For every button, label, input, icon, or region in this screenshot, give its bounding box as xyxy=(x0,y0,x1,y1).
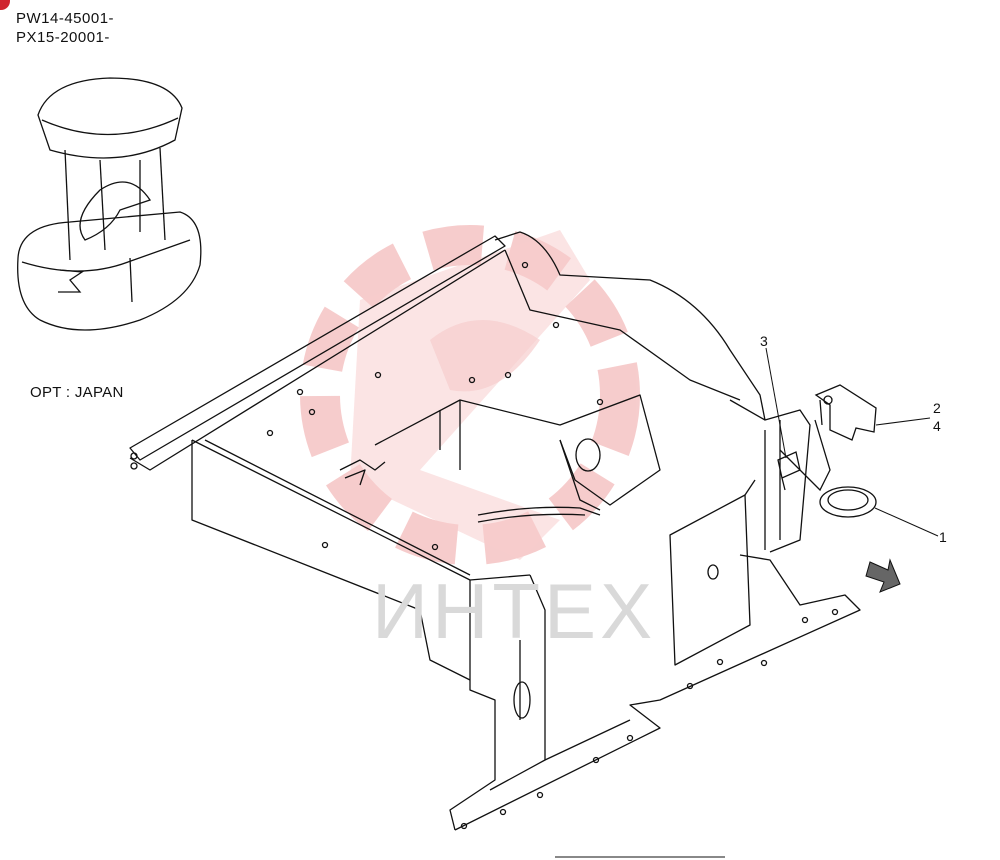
machine-thumbnail xyxy=(17,77,202,331)
floor-frame-assembly xyxy=(129,231,861,831)
corner-marker xyxy=(0,0,10,10)
callout-4: 4 xyxy=(933,418,941,434)
serial-range-pw14: PW14-45001- xyxy=(16,10,115,27)
watermark-text: ИНТЕХ xyxy=(372,567,657,655)
serial-range-px15: PX15-20001- xyxy=(16,29,110,46)
option-note: OPT : JAPAN xyxy=(30,384,124,401)
clip-part-3 xyxy=(777,451,801,491)
front-direction-arrow-icon xyxy=(865,558,901,593)
callout-2: 2 xyxy=(933,400,941,416)
leader-lines xyxy=(765,347,939,537)
callout-1: 1 xyxy=(939,529,947,545)
holder-part-1 xyxy=(779,419,877,518)
callout-3: 3 xyxy=(760,333,768,349)
clamp-part-2-4 xyxy=(814,384,877,441)
watermark-logo xyxy=(300,225,640,565)
